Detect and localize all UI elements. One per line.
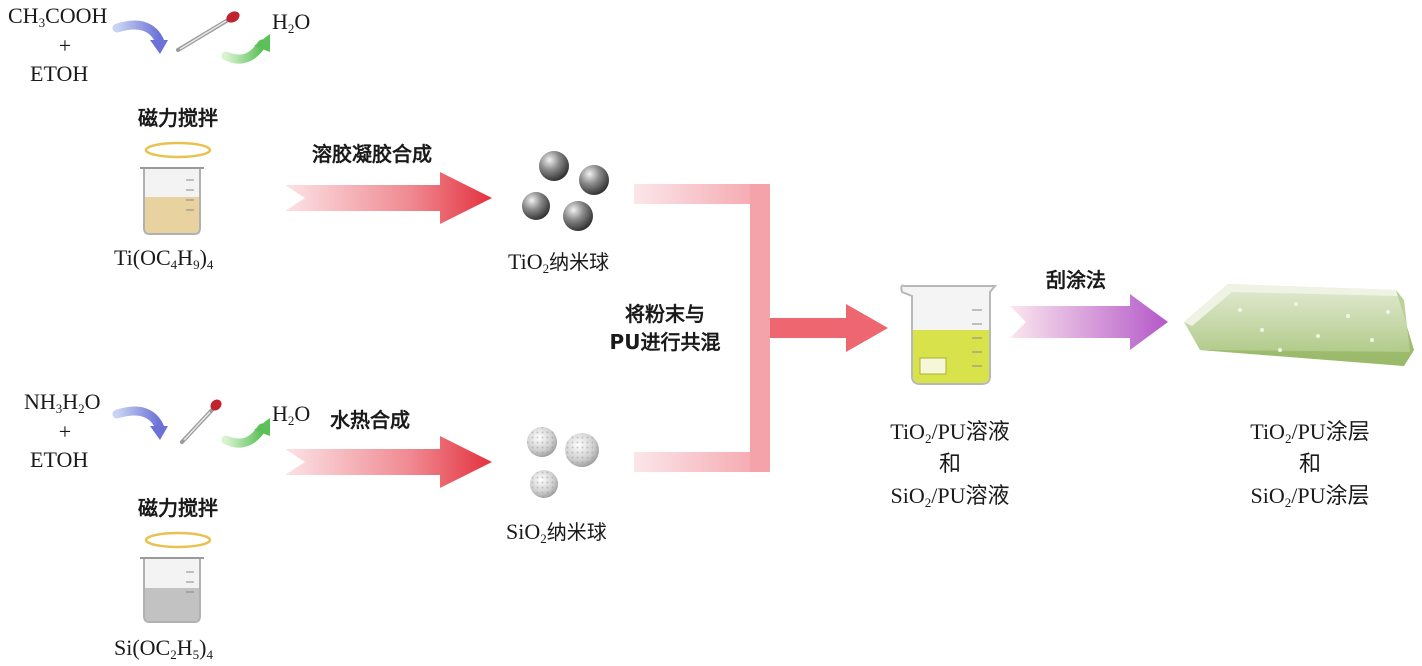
reagent-ethanol-2: ETOH — [30, 447, 89, 472]
si-precursor-label: Si(OC2H5)4 — [114, 635, 213, 662]
water-curve-arrowhead — [254, 34, 270, 52]
reagent-curve-arrow-2 — [112, 406, 165, 433]
reagent-curve-arrow — [112, 20, 165, 47]
water-label-2: H2O — [272, 401, 311, 428]
tio2-nanospheres-icon — [522, 151, 609, 231]
beaker-si-icon — [140, 557, 204, 623]
stirring-label: 磁力搅拌 — [138, 106, 218, 130]
plus-sign: + — [58, 33, 72, 58]
reagent-curve-arrowhead-2 — [150, 426, 168, 440]
blade-coating-label: 刮涂法 — [1046, 268, 1106, 292]
sio2-nanospheres-icon — [527, 427, 599, 498]
water-label: H2O — [272, 9, 311, 36]
dropper-icon — [176, 11, 240, 52]
coating-film-icon — [1184, 284, 1414, 366]
blend-label-line2: PU进行共混 — [609, 330, 721, 354]
hydrothermal-arrow — [285, 436, 492, 488]
stir-ring-icon-2 — [144, 531, 212, 549]
solution-label-and: 和 — [938, 451, 961, 476]
reagent-ammonia: NH3H2O — [24, 389, 101, 416]
water-curve-arrowhead-2 — [254, 418, 270, 436]
sol-gel-label: 溶胶凝胶合成 — [312, 142, 432, 166]
beaker-ti-icon — [140, 167, 204, 235]
solution-beaker-icon — [900, 284, 998, 385]
tio2-nanosphere-label: TiO2纳米球 — [508, 249, 610, 276]
solution-label-b: SiO2/PU溶液 — [890, 483, 1010, 510]
reagent-ethanol: ETOH — [30, 61, 89, 86]
hydrothermal-label: 水热合成 — [330, 408, 410, 432]
sol-gel-arrow — [285, 172, 492, 224]
reagent-curve-arrowhead — [150, 40, 168, 54]
coating-label-a: TiO2/PU涂层 — [1250, 419, 1370, 446]
blend-label-line1: 将粉末与 — [625, 302, 705, 326]
reagent-acetic-acid: CH3COOH — [8, 3, 108, 30]
stirring-label-2: 磁力搅拌 — [138, 496, 218, 520]
sio2-nanosphere-label: SiO2纳米球 — [506, 519, 607, 546]
merge-bracket — [634, 184, 888, 472]
stir-ring-icon — [144, 141, 212, 159]
blade-coating-arrow — [1010, 294, 1168, 350]
solution-label-a: TiO2/PU溶液 — [890, 419, 1010, 446]
dropper-icon-2 — [180, 399, 222, 444]
coating-label-b: SiO2/PU涂层 — [1250, 483, 1370, 510]
plus-sign-2: + — [58, 419, 72, 444]
ti-precursor-label: Ti(OC4H9)4 — [114, 245, 214, 272]
coating-label-and: 和 — [1298, 451, 1321, 476]
